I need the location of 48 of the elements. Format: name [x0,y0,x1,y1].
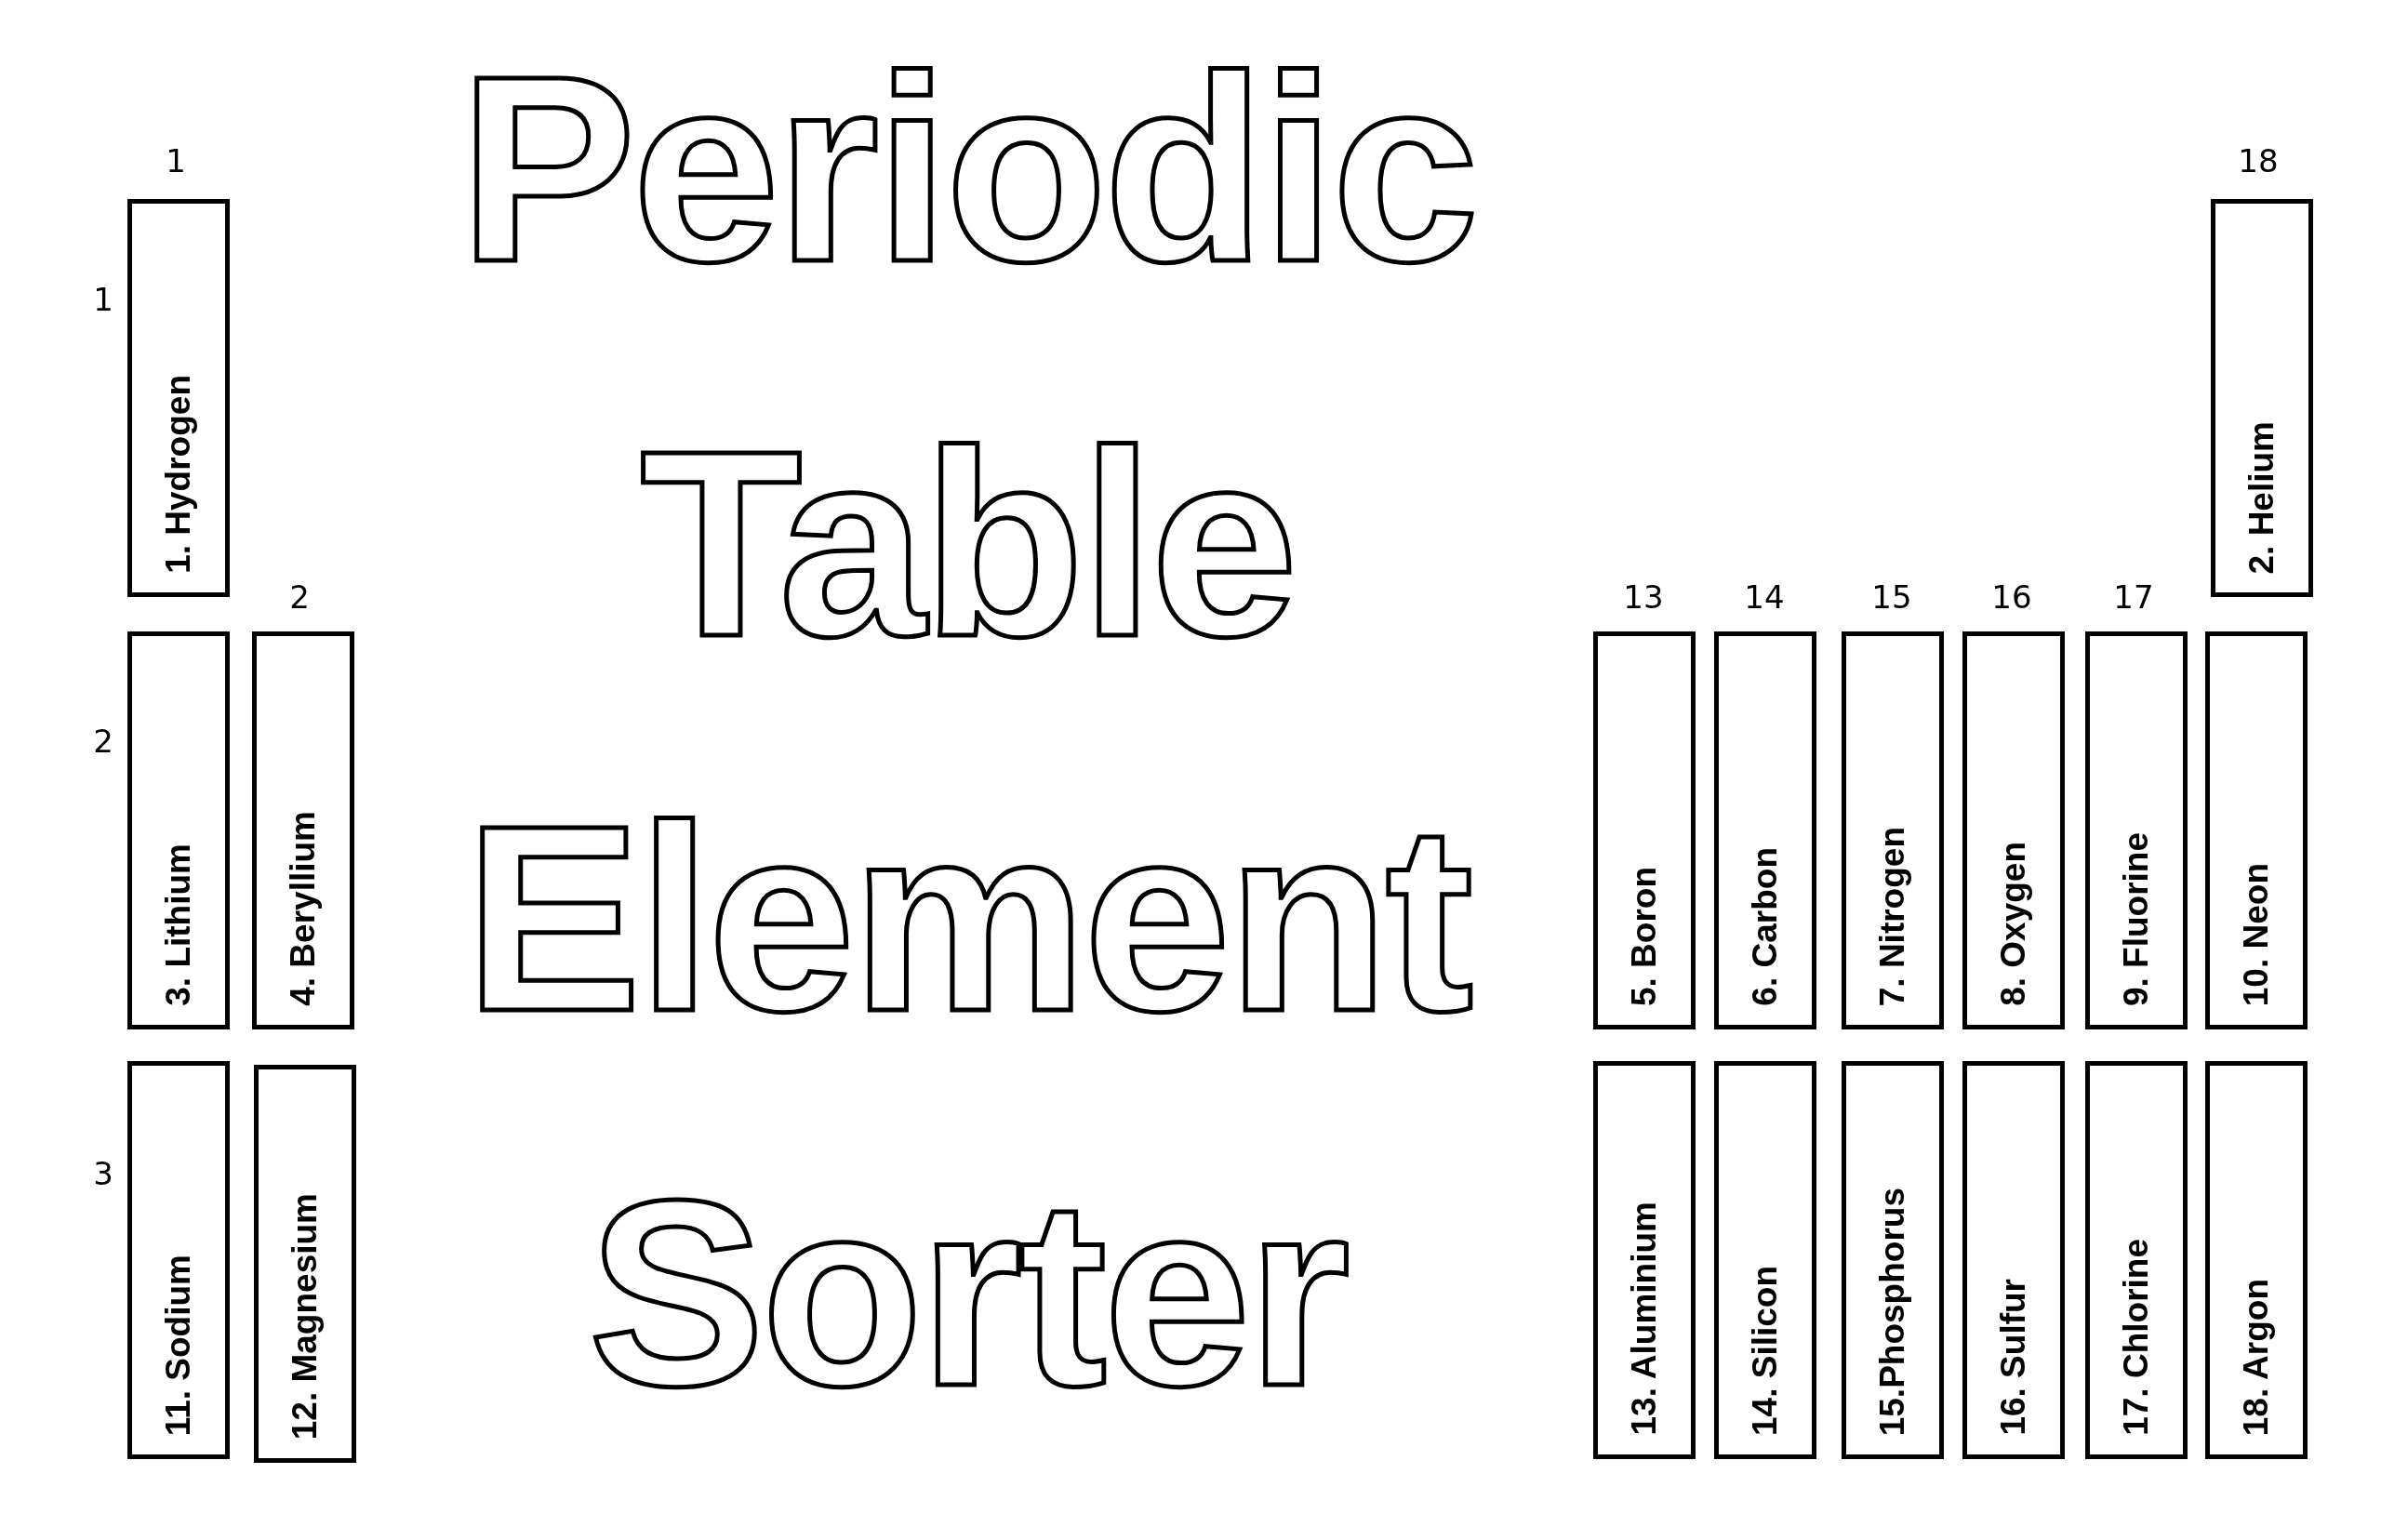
element-card [1714,1061,1816,1459]
element-name: 17. Chlorine [2117,1239,2156,1436]
element-card [1593,631,1696,1029]
element-card [1842,1061,1944,1459]
element-name: 9. Fluorine [2117,831,2156,1006]
element-name: 15.Phosphorus [1873,1187,1912,1436]
element-name: 10. Neon [2237,862,2276,1006]
group-number: 1 [166,145,186,177]
element-name: 3. Lithium [159,843,198,1006]
element-card [1842,631,1944,1029]
element-card [127,1061,230,1459]
group-number: 17 [2113,581,2154,613]
group-number: 15 [1871,581,1912,613]
element-card [2211,199,2313,597]
element-name: 18. Argon [2237,1278,2276,1436]
element-card [127,631,230,1029]
element-card [1593,1061,1696,1459]
group-number: 2 [289,581,310,613]
element-name: 8. Oxygen [1994,842,2033,1006]
group-number: 18 [2238,145,2279,177]
element-name: 5. Boron [1625,866,1664,1006]
element-card [254,1065,356,1463]
element-name: 7. Nitrogen [1873,826,1912,1006]
element-name: 11. Sodium [159,1254,198,1436]
period-number: 2 [93,725,113,757]
group-number: 13 [1623,581,1664,613]
element-card [252,631,354,1029]
element-name: 14. Silicon [1746,1266,1785,1436]
group-number: 14 [1744,581,1785,613]
element-card [2085,631,2188,1029]
element-card [1714,631,1816,1029]
element-name: 12. Magnesium [286,1192,325,1440]
element-name: 1. Hydrogen [159,375,198,574]
period-number: 3 [93,1158,113,1189]
element-card [127,199,230,597]
element-card [2205,1061,2308,1459]
element-name: 4. Beryllium [284,811,323,1006]
element-card [1962,1061,2065,1459]
element-name: 16. Sulfur [1994,1279,2033,1436]
element-card [2085,1061,2188,1459]
element-name: 6. Carbon [1746,847,1785,1006]
element-card [2205,631,2308,1029]
element-card [1962,631,2065,1029]
title-heading: Periodic Table Element Sorter [458,20,1477,1442]
element-name: 13. Aluminium [1625,1201,1664,1436]
group-number: 16 [1991,581,2032,613]
element-name: 2. Helium [2242,420,2281,574]
period-number: 1 [93,284,113,315]
